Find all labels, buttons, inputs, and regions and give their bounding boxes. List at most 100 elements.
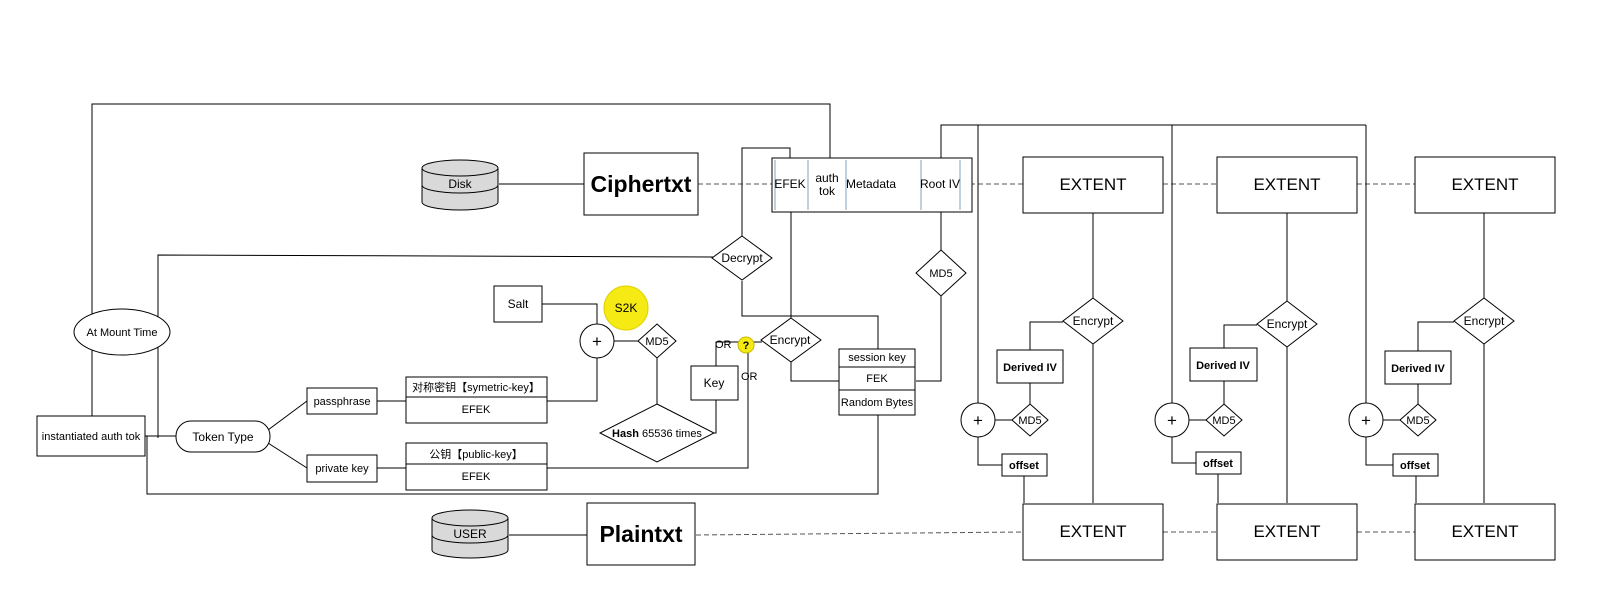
- s2k-label: S2K: [615, 301, 638, 315]
- encrypt-label: Encrypt: [770, 333, 811, 347]
- key-label: Key: [704, 376, 725, 390]
- md5-diamond: [1399, 403, 1437, 437]
- symmetric-efek-box: 对称密钥【symetric-key】 EFEK: [405, 376, 548, 424]
- encrypt-diamond: [1062, 297, 1124, 345]
- md5-s2k-diamond: MD5: [637, 323, 677, 359]
- hash-label-rest: 65536 times: [639, 428, 702, 440]
- key-box: Key: [690, 365, 739, 401]
- header-root-iv: Root IV: [920, 177, 960, 191]
- question-label: ?: [743, 340, 750, 352]
- extent-top-2: EXTENT: [1216, 156, 1358, 214]
- md5-root-diamond: MD5: [915, 249, 967, 297]
- offset-box: [1001, 453, 1048, 477]
- md5-label: MD5: [1212, 415, 1235, 427]
- file-header: EFEK auth tok Metadata Root IV: [771, 157, 973, 213]
- auth-tok-label: instantiated auth tok: [42, 431, 141, 443]
- salt-label: Salt: [508, 297, 529, 311]
- encrypt-diamond: [1453, 297, 1515, 345]
- derived-iv-box: [996, 349, 1064, 384]
- extent-label: EXTENT: [1059, 522, 1126, 541]
- chain-1: Encrypt Derived IV + MD5 offset: [960, 297, 1124, 477]
- passphrase-label: passphrase: [314, 396, 371, 408]
- plus-label: +: [1167, 411, 1177, 430]
- plaintext-label: Plaintxt: [599, 521, 682, 547]
- md5-label: MD5: [645, 336, 668, 348]
- decrypt-diamond: Decrypt: [711, 235, 773, 281]
- offset-label: offset: [1009, 460, 1039, 472]
- header-efek: EFEK: [774, 177, 805, 191]
- hash-diamond: Hash 65536 times: [598, 403, 716, 463]
- md5-diamond: [1011, 403, 1049, 437]
- offset-box: [1195, 451, 1242, 475]
- passphrase-box: passphrase: [306, 387, 378, 415]
- extent-label: EXTENT: [1253, 175, 1320, 194]
- md5-label: MD5: [929, 268, 952, 280]
- encrypt-diamond: [1256, 300, 1318, 348]
- extent-bottom-2: EXTENT: [1216, 503, 1358, 561]
- derived-iv-label: Derived IV: [1196, 360, 1250, 372]
- disk-label: Disk: [448, 177, 472, 191]
- salt-box: Salt: [493, 285, 543, 323]
- derived-iv-box: [1189, 347, 1258, 382]
- plaintext-box: Plaintxt: [586, 502, 696, 566]
- random-bytes-label: Random Bytes: [841, 397, 914, 409]
- md5-label: MD5: [1406, 415, 1429, 427]
- ciphertext-label: Ciphertxt: [591, 171, 692, 197]
- session-key-label: session key: [848, 352, 906, 364]
- header-auth: auth: [815, 171, 838, 185]
- encrypt-label: Encrypt: [1267, 317, 1308, 331]
- derived-iv-box: [1384, 350, 1452, 385]
- offset-box: [1392, 453, 1439, 477]
- question-badge: ?: [737, 336, 755, 354]
- decrypt-label: Decrypt: [721, 251, 763, 265]
- chain-3: Encrypt Derived IV + MD5 offset: [1348, 297, 1515, 477]
- s2k-circle: S2K: [603, 285, 649, 331]
- token-type-label: Token Type: [192, 430, 253, 444]
- encrypt-label: Encrypt: [1073, 314, 1114, 328]
- private-key-box: private key: [306, 454, 378, 483]
- encrypt-key-diamond: Encrypt: [760, 317, 822, 363]
- session-key-stack: session key FEK Random Bytes: [838, 348, 916, 416]
- plus-label: +: [592, 332, 602, 351]
- extent-bottom-1: EXTENT: [1022, 503, 1164, 561]
- at-mount-time-ellipse: At Mount Time: [73, 308, 171, 356]
- fek-label: FEK: [866, 373, 888, 385]
- extent-top-1: EXTENT: [1022, 156, 1164, 214]
- private-key-label: private key: [315, 463, 369, 475]
- token-type-box: Token Type: [175, 420, 271, 453]
- plus-circle: +: [579, 323, 615, 359]
- plus-circle: [960, 402, 996, 438]
- plus-circle: [1154, 402, 1190, 438]
- extent-bottom-3: EXTENT: [1414, 503, 1556, 561]
- hash-label-bold: Hash: [612, 428, 639, 440]
- public-key-label: 公钥【public-key】: [429, 447, 523, 461]
- connectors: [91, 103, 1485, 536]
- disk-cylinder: Disk: [421, 159, 499, 211]
- offset-label: offset: [1400, 460, 1430, 472]
- extent-label: EXTENT: [1059, 175, 1126, 194]
- svg-text:Hash 65536 times: Hash 65536 times: [612, 428, 702, 440]
- plus-label: +: [1361, 411, 1371, 430]
- plus-label: +: [973, 411, 983, 430]
- ciphertext-box: Ciphertxt: [583, 152, 699, 216]
- offset-label: offset: [1203, 458, 1233, 470]
- or-label-top: OR: [715, 339, 732, 351]
- user-cylinder: USER: [431, 509, 509, 559]
- derived-iv-label: Derived IV: [1391, 363, 1445, 375]
- md5-label: MD5: [1018, 415, 1041, 427]
- symmetric-efek-label: EFEK: [462, 404, 491, 416]
- md5-diamond: [1205, 403, 1243, 437]
- derived-iv-label: Derived IV: [1003, 362, 1057, 374]
- extent-label: EXTENT: [1253, 522, 1320, 541]
- extent-label: EXTENT: [1451, 175, 1518, 194]
- extent-label: EXTENT: [1451, 522, 1518, 541]
- header-metadata: Metadata: [846, 177, 896, 191]
- encrypt-label: Encrypt: [1464, 314, 1505, 328]
- chain-2: Encrypt Derived IV + MD5 offset: [1154, 300, 1318, 475]
- extent-top-3: EXTENT: [1414, 156, 1556, 214]
- symmetric-key-label: 对称密钥【symetric-key】: [412, 380, 540, 394]
- user-label: USER: [453, 527, 487, 541]
- at-mount-time-label: At Mount Time: [87, 327, 158, 339]
- plus-circle: [1348, 402, 1384, 438]
